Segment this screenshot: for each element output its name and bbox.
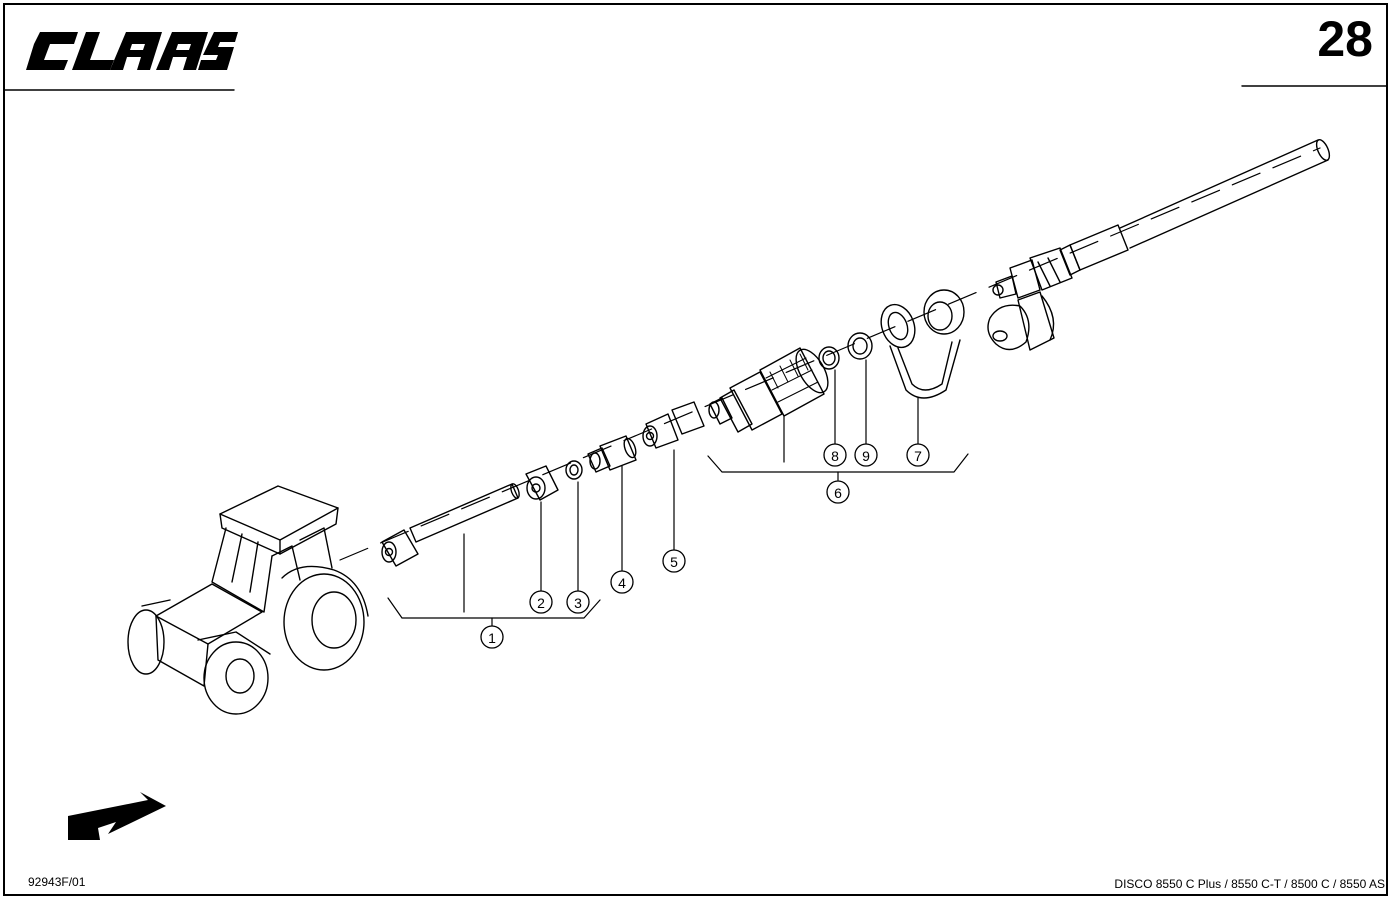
part-9-seal-ring	[847, 332, 873, 360]
callout-circle-6	[826, 480, 850, 504]
tractor-icon	[127, 485, 369, 715]
callout-5: 5	[670, 554, 678, 570]
assembly-axis	[339, 147, 1321, 561]
callout-6: 6	[834, 485, 842, 501]
callout-8: 8	[831, 448, 839, 464]
callout-circle-9	[854, 443, 878, 467]
callout-1: 1	[488, 630, 496, 646]
callout-7: 7	[914, 448, 922, 464]
part-2-nut	[525, 465, 559, 501]
leader-lines	[387, 359, 969, 627]
callout-3: 3	[574, 595, 582, 611]
callout-circle-1	[480, 625, 504, 649]
drawing-code: 92943F/01	[28, 875, 86, 889]
callout-2: 2	[537, 595, 545, 611]
page-number: 28	[1317, 11, 1373, 67]
model-list: DISCO 8550 C Plus / 8550 C-T / 8500 C / …	[1114, 877, 1385, 891]
callout-circle-5	[662, 549, 686, 573]
callout-circle-8	[823, 443, 847, 467]
callout-4: 4	[618, 575, 626, 591]
claas-logo	[26, 32, 238, 70]
part-4-adapter	[587, 435, 637, 473]
direction-arrow-icon	[68, 792, 166, 840]
callout-circle-7	[906, 443, 930, 467]
part-7-protective-cap	[880, 289, 965, 399]
part-3-cutting-ring	[565, 460, 583, 480]
part-6-quick-coupling	[708, 347, 829, 433]
hydraulic-hose	[992, 139, 1331, 299]
callout-circle-3	[566, 590, 590, 614]
callout-9: 9	[862, 448, 870, 464]
dust-cap	[987, 291, 1055, 351]
sheet-border	[3, 3, 1388, 896]
part-8-o-ring	[818, 346, 840, 370]
part-1-pipe	[381, 483, 520, 567]
callout-circle-2	[529, 590, 553, 614]
part-5-union-nut	[642, 401, 705, 449]
callout-circle-4	[610, 570, 634, 594]
